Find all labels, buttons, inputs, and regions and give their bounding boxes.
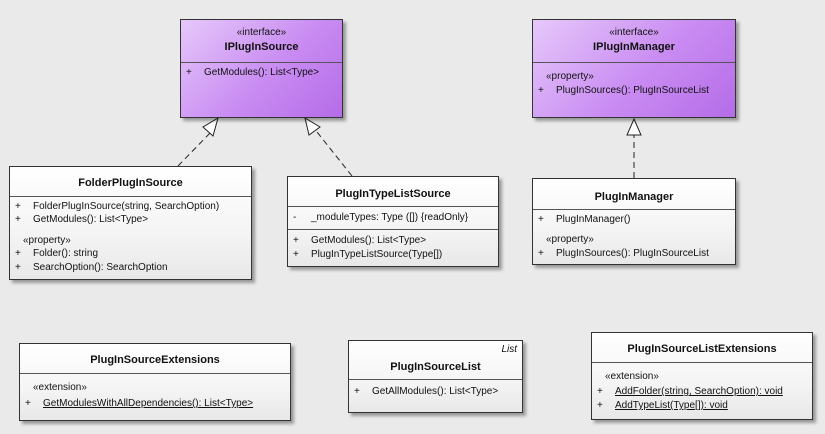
compartment-divider (592, 362, 812, 363)
class-folder-plugin-source[interactable]: FolderPlugInSource + FolderPlugInSource(… (9, 166, 252, 280)
class-name: FolderPlugInSource (78, 177, 183, 189)
compartment-divider (533, 209, 735, 210)
visibility-marker: + (15, 248, 21, 259)
property-text: SearchOption(): SearchOption (33, 262, 168, 273)
compartment-divider (533, 62, 735, 63)
visibility-marker: + (354, 386, 360, 397)
property-text: Folder(): string (33, 248, 99, 259)
visibility-marker: + (186, 67, 192, 78)
class-name: PlugInSourceList (390, 361, 481, 373)
visibility-marker: + (293, 249, 299, 260)
operation-text: PlugInManager() (556, 214, 631, 225)
operation-text: PlugInTypeListSource(Type[]) (311, 249, 443, 260)
realization-line-typelist-to-iplugin-source[interactable] (316, 131, 353, 177)
compartment-divider (349, 379, 522, 380)
class-name: IPlugInManager (593, 41, 675, 53)
class-name: PlugInTypeListSource (335, 188, 451, 200)
class-plugin-source-list[interactable]: List PlugInSourceList + GetAllModules():… (348, 340, 523, 413)
class-plugin-type-list-source[interactable]: PlugInTypeListSource - _moduleTypes: Typ… (287, 176, 499, 267)
visibility-marker: + (293, 235, 299, 246)
visibility-marker: + (597, 400, 603, 411)
property-text: PlugInSources(): PlugInSourceList (556, 248, 709, 259)
realization-line-folder-to-iplugin-source[interactable] (177, 131, 212, 167)
visibility-marker: - (293, 212, 297, 223)
compartment-divider (10, 196, 251, 197)
compartment-divider (288, 206, 498, 207)
property-group-label: «property» (546, 234, 594, 245)
operation-text: PlugInSources(): PlugInSourceList (556, 85, 709, 96)
operation-text: GetModulesWithAllDependencies(): List<Ty… (43, 398, 254, 409)
operation-text: GetModules(): List<Type> (33, 214, 149, 225)
stereotype-label: «interface» (609, 27, 659, 38)
realization-arrowhead-manager (626, 117, 642, 136)
attribute-text: _moduleTypes: Type ([]) {readOnly} (311, 212, 469, 223)
class-name: IPlugInSource (224, 41, 299, 53)
operation-text: FolderPlugInSource(string, SearchOption) (33, 201, 220, 212)
visibility-marker: + (15, 262, 21, 273)
class-iplugin-manager[interactable]: «interface» IPlugInManager «property» + … (532, 19, 736, 118)
operation-text: AddFolder(string, SearchOption): void (615, 386, 783, 397)
class-plugin-source-list-extensions[interactable]: PlugInSourceListExtensions «extension» +… (591, 332, 813, 420)
compartment-divider (20, 373, 290, 374)
visibility-marker: + (538, 85, 544, 96)
compartment-divider (288, 229, 498, 230)
visibility-marker: + (25, 398, 31, 409)
template-parameter: List (501, 344, 517, 355)
property-group-label: «property» (546, 71, 594, 82)
visibility-marker: + (538, 214, 544, 225)
visibility-marker: + (538, 248, 544, 259)
operation-text: GetAllModules(): List<Type> (372, 386, 499, 397)
class-plugin-manager[interactable]: PlugInManager + PlugInManager() «propert… (532, 178, 736, 265)
realization-arrowhead-typelist (304, 116, 321, 136)
operation-text: GetModules(): List<Type> (204, 67, 320, 78)
visibility-marker: + (15, 201, 21, 212)
class-plugin-source-extensions[interactable]: PlugInSourceExtensions «extension» + Get… (19, 343, 291, 421)
visibility-marker: + (15, 214, 21, 225)
class-name: PlugInSourceListExtensions (627, 343, 777, 355)
stereotype-label: «interface» (236, 27, 287, 38)
class-name: PlugInManager (594, 191, 674, 203)
visibility-marker: + (597, 386, 603, 397)
compartment-divider (181, 62, 342, 63)
operation-text: AddTypeList(Type[]): void (615, 400, 728, 411)
operation-text: GetModules(): List<Type> (311, 235, 427, 246)
class-iplugin-source[interactable]: «interface» IPlugInSource + GetModules()… (180, 19, 343, 118)
extension-group-label: «extension» (605, 371, 659, 382)
realization-arrowhead-folder (202, 116, 219, 137)
property-group-label: «property» (23, 235, 71, 246)
extension-group-label: «extension» (33, 382, 87, 393)
class-name: PlugInSourceExtensions (90, 354, 220, 366)
